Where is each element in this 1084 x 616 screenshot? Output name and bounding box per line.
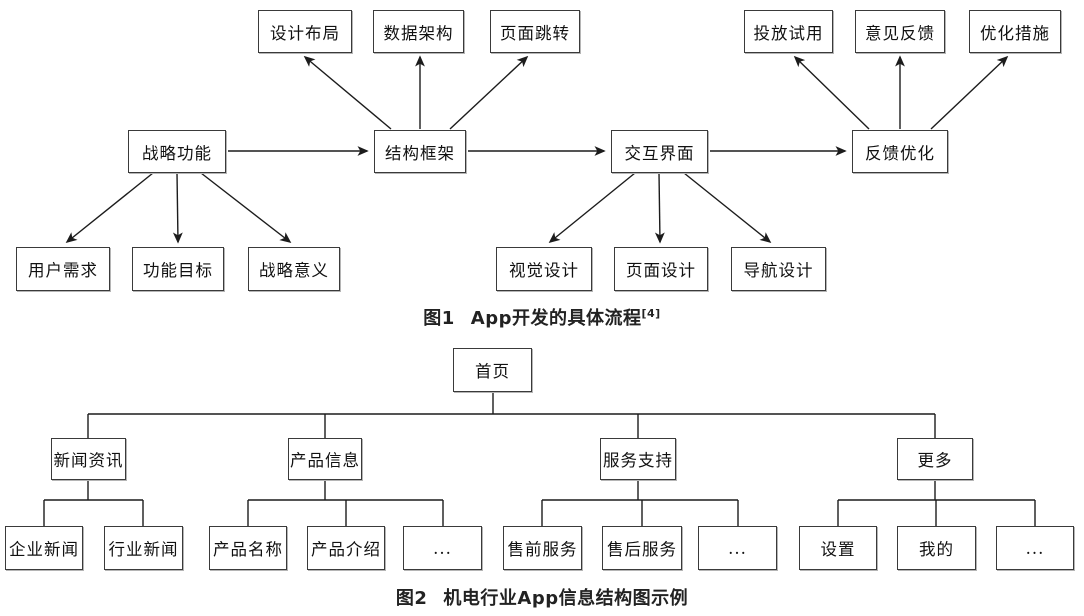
node-launch-trial: 投放试用 xyxy=(744,10,833,53)
figure1-caption-title: App开发的具体流程 xyxy=(470,308,642,329)
figure2-caption: 图2 机电行业App信息结构图示例 xyxy=(0,584,1084,610)
node-more: 更多 xyxy=(897,438,973,480)
node-strategic-significance: 战略意义 xyxy=(248,247,340,291)
figure1-caption-reference: [4] xyxy=(641,307,661,320)
node-structure-framework: 结构框架 xyxy=(374,130,466,173)
figure1-connectors xyxy=(65,55,1009,244)
node-product-name: 产品名称 xyxy=(209,526,287,570)
arrow-interaction-to-navigation-design xyxy=(683,172,772,244)
node-settings: 设置 xyxy=(799,526,877,570)
figure2-caption-title: 机电行业App信息结构图示例 xyxy=(443,588,689,609)
node-optimization-measures: 优化措施 xyxy=(969,10,1061,53)
figure2-caption-label: 图2 xyxy=(395,588,428,609)
arrow-strategy-to-function-goal xyxy=(172,172,183,244)
node-industry-news: 行业新闻 xyxy=(104,526,183,570)
node-opinion-feedback: 意见反馈 xyxy=(855,10,945,53)
node-news: 新闻资讯 xyxy=(51,438,126,480)
arrow-feedback-to-launch-trial xyxy=(793,55,870,130)
node-after-sale-service: 售后服务 xyxy=(602,526,682,570)
node-service-ellipsis: ... xyxy=(698,526,777,570)
node-visual-design: 视觉设计 xyxy=(496,247,592,291)
node-data-architecture: 数据架构 xyxy=(373,10,464,53)
node-product-intro: 产品介绍 xyxy=(307,526,385,570)
arrow-structure-to-design-layout xyxy=(303,55,392,130)
node-home: 首页 xyxy=(453,348,532,392)
node-page-design: 页面设计 xyxy=(614,247,708,291)
node-more-ellipsis: ... xyxy=(996,526,1074,570)
node-page-jump: 页面跳转 xyxy=(490,10,580,53)
node-navigation-design: 导航设计 xyxy=(731,247,826,291)
node-company-news: 企业新闻 xyxy=(5,526,83,570)
figure1-caption-label: 图1 xyxy=(423,308,455,329)
node-service-support: 服务支持 xyxy=(600,438,676,480)
node-function-goal: 功能目标 xyxy=(132,247,224,291)
node-user-needs: 用户需求 xyxy=(16,247,110,291)
arrow-feedback-to-optimization-measures xyxy=(930,55,1009,130)
arrow-interaction-to-visual-design xyxy=(548,172,636,244)
figure2-connectors xyxy=(43,392,1036,526)
node-strategic-function: 战略功能 xyxy=(128,130,226,173)
node-mine: 我的 xyxy=(897,526,976,570)
node-interaction-interface: 交互界面 xyxy=(611,130,708,173)
arrow-structure-to-page-jump xyxy=(449,55,529,130)
figure1-caption: 图1 App开发的具体流程[4] xyxy=(0,304,1084,330)
node-pre-sale-service: 售前服务 xyxy=(503,526,582,570)
arrow-interaction-to-page-design xyxy=(654,172,665,244)
node-product-ellipsis: ... xyxy=(403,526,482,570)
arrow-strategy-to-user-needs xyxy=(65,172,154,244)
node-design-layout: 设计布局 xyxy=(258,10,352,53)
node-product-info: 产品信息 xyxy=(288,438,362,480)
arrow-strategy-to-strategic-significance xyxy=(200,172,292,244)
node-feedback-optimization: 反馈优化 xyxy=(852,130,948,173)
